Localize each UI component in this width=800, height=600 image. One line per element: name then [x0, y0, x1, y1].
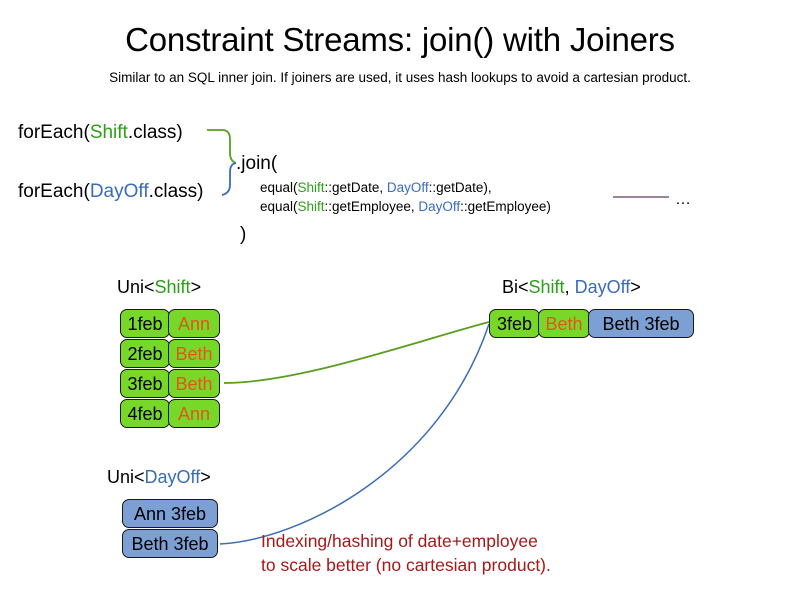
joiner1-left-type: Shift	[297, 180, 325, 195]
brace-dayoff-curve	[221, 162, 237, 196]
uni-shift-tuple-list: 1feb Ann 2feb Beth 3feb Beth 4feb Ann	[120, 309, 220, 429]
page-subtitle: Similar to an SQL inner join. If joiners…	[109, 70, 691, 85]
table-row[interactable]: Beth 3feb	[122, 529, 218, 558]
label-uni-dayoff-prefix: Uni<	[107, 467, 145, 487]
label-bi-sep: ,	[564, 277, 575, 297]
table-row[interactable]: 4feb Ann	[120, 399, 220, 428]
table-row[interactable]: 3feb Beth	[120, 369, 220, 398]
uni-dayoff-tuple-list: Ann 3feb Beth 3feb	[122, 499, 218, 559]
table-row[interactable]: 2feb Beth	[120, 339, 220, 368]
bi-tuple-row[interactable]: 3feb Beth Beth 3feb	[489, 309, 694, 338]
joiner1-fn: equal(	[260, 180, 298, 195]
code-joiner-equal-date: equal(Shift::getDate, DayOff::getDate),	[260, 178, 492, 197]
code-foreach-shift: forEach(Shift.class)	[18, 120, 183, 146]
label-bi-type-a: Shift	[528, 277, 565, 297]
cell-employee: Beth	[538, 309, 590, 338]
joiner2-left-ref: ::getEmployee,	[324, 199, 419, 214]
cell-employee: Ann	[168, 309, 220, 338]
brace-shift-curve	[207, 129, 237, 164]
page-title: Constraint Streams: join() with Joiners	[125, 21, 675, 58]
code-foreach-dayoff: forEach(DayOff.class)	[18, 179, 204, 205]
joiner2-fn: equal(	[260, 199, 298, 214]
code-foreach-shift-type: Shift	[89, 122, 128, 143]
code-join-close: )	[240, 224, 247, 245]
code-ellipsis: …	[675, 191, 691, 208]
label-bi-shift-dayoff: Bi<Shift, DayOff>	[502, 275, 641, 299]
note-line-1: Indexing/hashing of date+employee	[261, 531, 538, 551]
cell-employee: Beth	[168, 339, 220, 368]
label-uni-shift-type: Shift	[154, 277, 191, 297]
cell-employee: Beth	[168, 369, 220, 398]
cell-dayoff: Beth 3feb	[122, 529, 218, 558]
table-row[interactable]: 1feb Ann	[120, 309, 220, 338]
cell-employee: Ann	[168, 399, 220, 428]
label-uni-shift: Uni<Shift>	[117, 275, 201, 299]
code-foreach-shift-suffix: .class)	[127, 122, 183, 143]
cell-dayoff: Beth 3feb	[588, 309, 694, 338]
link-dayoff-to-bi	[219, 323, 490, 545]
label-uni-dayoff-suffix: >	[200, 467, 211, 487]
joiner2-right-type: DayOff	[418, 199, 461, 214]
joiner1-right-ref: ::getDate),	[428, 180, 492, 195]
cell-date: 3feb	[120, 369, 170, 398]
code-joiner-equal-employee: equal(Shift::getEmployee, DayOff::getEmp…	[260, 197, 551, 216]
cell-dayoff: Ann 3feb	[122, 499, 218, 528]
label-bi-prefix: Bi<	[502, 277, 529, 297]
link-shift-to-bi	[223, 321, 490, 384]
joiner2-right-ref: ::getEmployee)	[460, 199, 551, 214]
code-foreach-shift-prefix: forEach(	[18, 122, 90, 143]
table-row[interactable]: Ann 3feb	[122, 499, 218, 528]
label-bi-type-b: DayOff	[574, 277, 631, 297]
code-foreach-dayoff-suffix: .class)	[148, 181, 204, 202]
code-foreach-dayoff-type: DayOff	[89, 181, 149, 202]
label-uni-dayoff: Uni<DayOff>	[107, 465, 211, 489]
joiner2-left-type: Shift	[297, 199, 325, 214]
joiner1-right-type: DayOff	[386, 180, 429, 195]
label-uni-shift-suffix: >	[190, 277, 202, 297]
label-bi-suffix: >	[630, 277, 641, 297]
explanation-note: Indexing/hashing of date+employee to scal…	[261, 529, 551, 577]
code-foreach-dayoff-prefix: forEach(	[18, 181, 90, 202]
note-line-2: to scale better (no cartesian product).	[261, 555, 551, 575]
cell-date: 1feb	[120, 309, 170, 338]
cell-date: 3feb	[489, 309, 540, 338]
cell-date: 4feb	[120, 399, 170, 428]
label-uni-dayoff-type: DayOff	[144, 467, 201, 487]
joiner1-left-ref: ::getDate,	[324, 180, 387, 195]
label-uni-shift-prefix: Uni<	[117, 277, 155, 297]
code-join-open: .join(	[236, 153, 278, 174]
cell-date: 2feb	[120, 339, 170, 368]
